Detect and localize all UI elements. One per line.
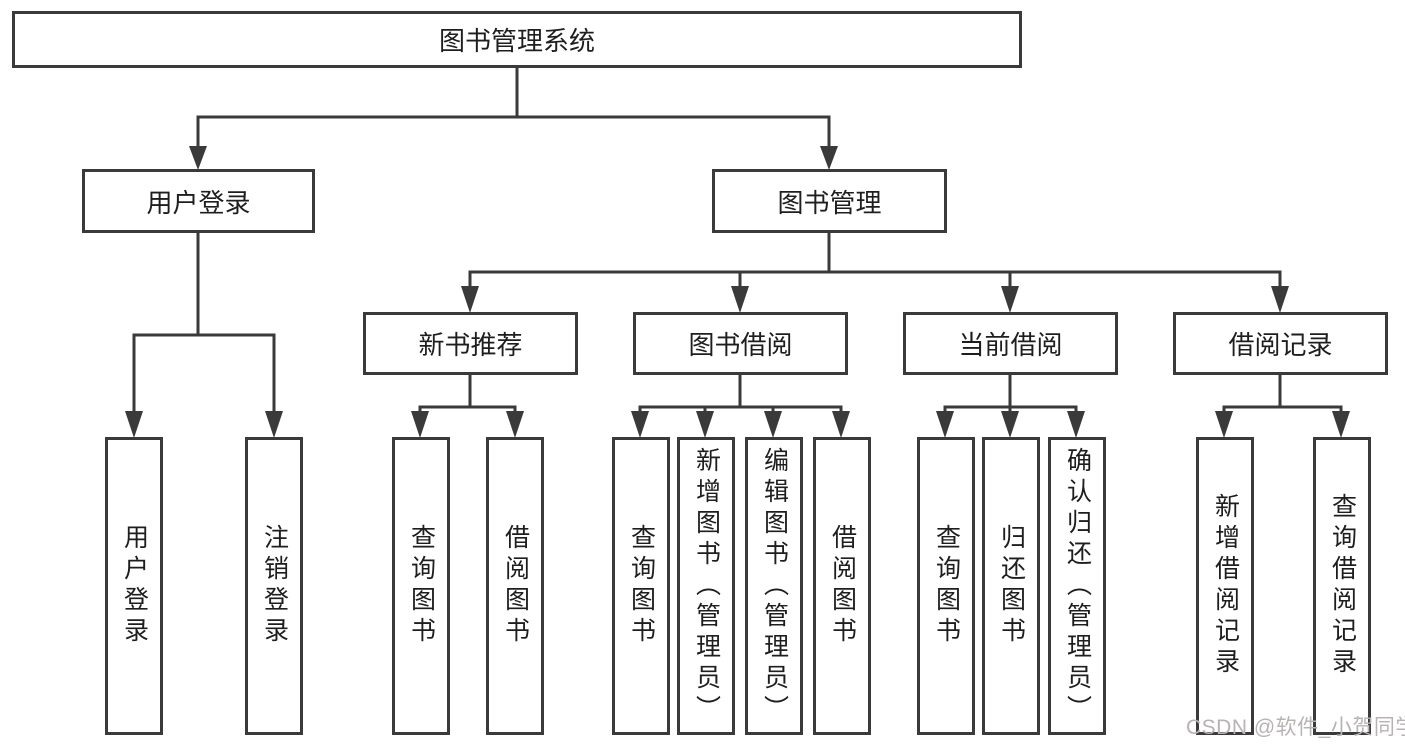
- leaf-borrow-books-recommend: 借阅图书: [486, 437, 544, 735]
- node-label: 新书推荐: [418, 330, 523, 360]
- node-label: 当前借阅: [958, 330, 1063, 360]
- node-label: 图书管理: [777, 187, 882, 218]
- watermark: CSDN @软件_小贺同学: [1186, 716, 1405, 739]
- node-label: 借阅记录: [1228, 330, 1333, 360]
- node-label: 借阅图书: [501, 524, 530, 648]
- node-label: 查询借阅记录: [1328, 493, 1357, 679]
- node-label: 确认归还（管理员）: [1063, 446, 1092, 726]
- node-label: 图书借阅: [688, 330, 793, 360]
- leaf-return-book: 归还图书: [982, 437, 1040, 735]
- leaf-logout: 注销登录: [245, 437, 303, 735]
- node-root-system: 图书管理系统: [12, 11, 1022, 68]
- node-label: 用户登录: [120, 524, 149, 648]
- leaf-edit-book-admin: 编辑图书（管理员）: [745, 437, 803, 735]
- leaf-query-books-current: 查询图书: [917, 437, 975, 735]
- leaf-query-books-recommend: 查询图书: [392, 437, 450, 735]
- node-label: 借阅图书: [828, 524, 857, 648]
- node-label: 查询图书: [407, 524, 436, 648]
- leaf-add-borrow-record: 新增借阅记录: [1196, 437, 1254, 735]
- node-label: 新增借阅记录: [1211, 493, 1240, 679]
- node-label: 编辑图书（管理员）: [760, 446, 789, 726]
- node-borrow-records: 借阅记录: [1173, 312, 1388, 375]
- leaf-borrow-books: 借阅图书: [813, 437, 871, 735]
- leaf-user-login: 用户登录: [105, 437, 163, 735]
- node-book-management: 图书管理: [712, 169, 947, 233]
- leaf-query-books-borrow: 查询图书: [612, 437, 670, 735]
- node-label: 注销登录: [260, 524, 289, 648]
- node-new-book-recommend: 新书推荐: [363, 312, 578, 375]
- leaf-confirm-return-admin: 确认归还（管理员）: [1048, 437, 1106, 735]
- node-label: 查询图书: [932, 524, 961, 648]
- node-user-login: 用户登录: [82, 169, 315, 233]
- node-label: 图书管理系统: [438, 26, 595, 56]
- node-current-borrow: 当前借阅: [903, 312, 1118, 375]
- node-label: 用户登录: [146, 187, 251, 218]
- arrowhead-icons: [125, 146, 1350, 438]
- node-label: 归还图书: [997, 524, 1026, 648]
- node-label: 查询图书: [627, 524, 656, 648]
- leaf-add-book-admin: 新增图书（管理员）: [677, 437, 735, 735]
- node-book-borrow: 图书借阅: [633, 312, 848, 375]
- leaf-query-borrow-record: 查询借阅记录: [1313, 437, 1371, 735]
- node-label: 新增图书（管理员）: [692, 446, 721, 726]
